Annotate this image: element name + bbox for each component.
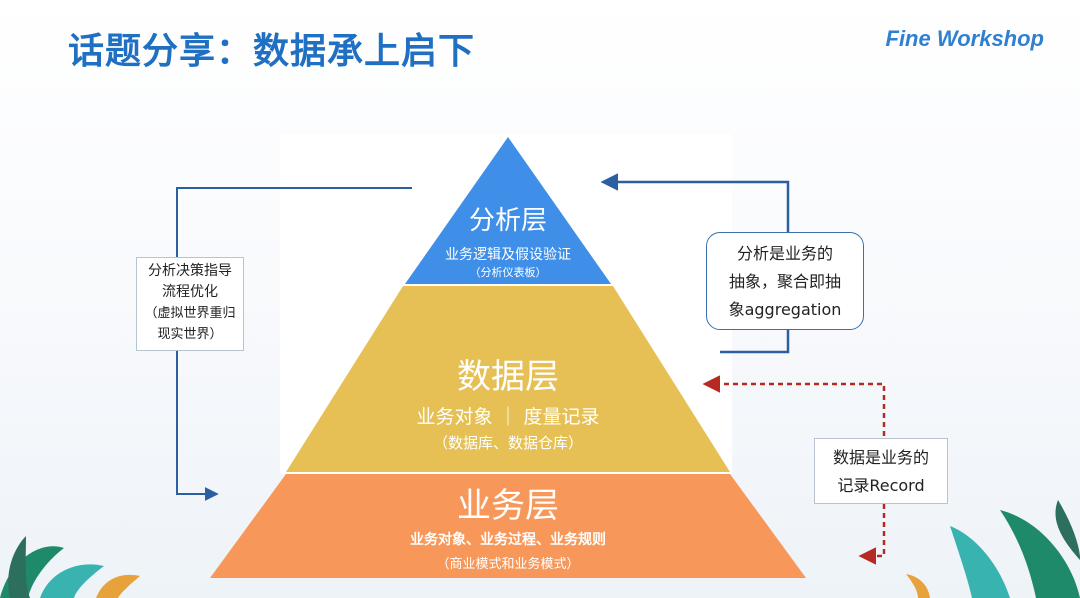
- record-note-line-2: 记录Record: [837, 476, 925, 495]
- leaf-decoration-right: [906, 500, 1080, 598]
- data-layer-name: 数据层: [457, 357, 559, 397]
- business-layer-note: （商业模式和业务模式）: [436, 557, 580, 572]
- business-layer-name: 业务层: [457, 486, 559, 526]
- record-arrow-down: [858, 504, 886, 565]
- analysis-layer-note: （分析仪表板）: [469, 266, 547, 279]
- abstraction-note-box: 分析是业务的 抽象，聚合即抽 象aggregation: [706, 232, 864, 330]
- decision-guidance-line-3: （虚拟世界重归: [144, 306, 236, 321]
- abstraction-note-line-1: 分析是业务的: [736, 244, 833, 263]
- decision-guidance-box: 分析决策指导 流程优化 （虚拟世界重归 现实世界）: [136, 257, 244, 351]
- analysis-layer-name: 分析层: [468, 206, 547, 236]
- abstraction-note-line-3: 象aggregation: [728, 300, 842, 319]
- decision-guidance-line-2: 流程优化: [162, 284, 218, 300]
- pyramid-middle-layer: [286, 286, 730, 472]
- leaf-decoration-left: [0, 536, 140, 598]
- analysis-layer-desc: 业务逻辑及假设验证: [445, 247, 571, 263]
- pyramid-top-layer: [405, 137, 611, 284]
- brand-logo-text: Fine Workshop: [885, 26, 1045, 51]
- page-title: 话题分享：数据承上启下: [68, 31, 476, 72]
- abstraction-note-line-2: 抽象，聚合即抽: [728, 272, 841, 291]
- record-note-line-1: 数据是业务的: [832, 448, 929, 467]
- record-note-box: 数据是业务的 记录Record: [814, 438, 948, 504]
- business-layer-desc: 业务对象、业务过程、业务规则: [410, 532, 606, 548]
- pyramid-bottom-layer: [210, 474, 806, 578]
- record-arrow-up: [702, 375, 886, 436]
- data-layer-desc: 业务对象 ｜ 度量记录: [416, 406, 600, 428]
- decision-guidance-line-1: 分析决策指导: [148, 263, 232, 279]
- decision-guidance-line-4: 现实世界）: [157, 327, 223, 342]
- data-layer-note: （数据库、数据仓库）: [432, 434, 583, 452]
